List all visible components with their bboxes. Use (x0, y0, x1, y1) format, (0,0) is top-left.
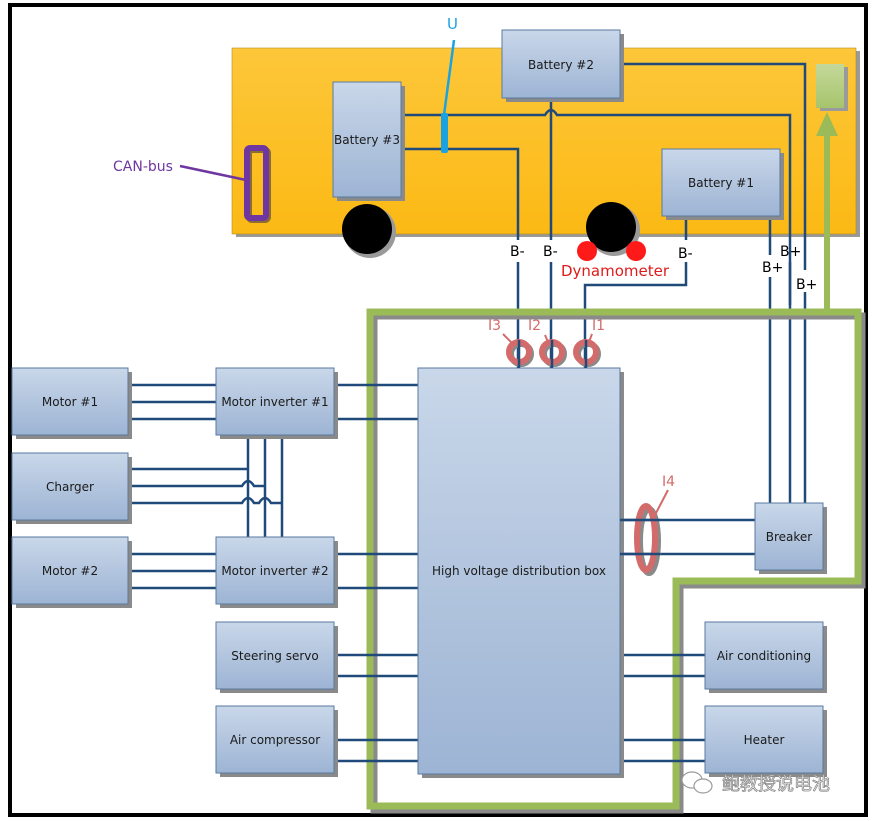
voltage-probe-icon (441, 113, 448, 153)
battery-3-label: Battery #3 (334, 133, 400, 147)
heater-label: Heater (744, 733, 785, 747)
motor-inverter-2-box: Motor inverter #2 (215, 536, 338, 608)
battery-1: Battery #1 (661, 148, 784, 220)
drive-wiring (130, 383, 756, 763)
current-sensor-i3-label: I3 (488, 318, 501, 334)
terminal-b-minus-2: B- (543, 244, 558, 260)
hv-distribution-box: High voltage distribution box (417, 367, 624, 778)
motor-2-box: Motor #2 (11, 536, 132, 608)
motor-1-box: Motor #1 (11, 367, 132, 439)
rear-wheel-icon (342, 204, 392, 254)
battery-3: Battery #3 (332, 81, 405, 201)
watermark: 鲍教授说电池 (681, 771, 830, 795)
watermark-text: 鲍教授说电池 (722, 774, 830, 795)
steering-servo-label: Steering servo (231, 649, 318, 663)
current-sensor-i1-label: I1 (592, 318, 605, 334)
current-sensor-i2-label: I2 (528, 318, 541, 334)
motor-2-label: Motor #2 (42, 564, 98, 578)
charger-label: Charger (46, 480, 94, 494)
breaker-box: Breaker (754, 502, 827, 574)
motor-1-label: Motor #1 (42, 395, 98, 409)
battery-1-label: Battery #1 (688, 176, 754, 190)
battery-2-label: Battery #2 (528, 58, 594, 72)
green-module (816, 64, 844, 108)
motor-inverter-2-label: Motor inverter #2 (221, 564, 328, 578)
terminal-b-minus-3: B- (510, 244, 525, 260)
signal-arrow-icon (816, 112, 838, 313)
breaker-label: Breaker (766, 530, 813, 544)
front-wheel-icon (586, 202, 636, 252)
battery-2: Battery #2 (501, 29, 624, 102)
wechat-icon (681, 771, 713, 794)
current-sensor-i4-label: I4 (662, 474, 675, 490)
can-bus-pointer (179, 164, 247, 182)
motor-inverter-1-label: Motor inverter #1 (221, 395, 328, 409)
air-conditioning-box: Air conditioning (704, 621, 827, 693)
test-boundary (366, 308, 866, 814)
dynamometer-label: Dynamometer (561, 262, 670, 280)
steering-servo-box: Steering servo (215, 621, 338, 693)
air-conditioning-label: Air conditioning (717, 649, 811, 663)
terminal-b-plus-2: B+ (796, 277, 817, 293)
can-bus-connector-icon (244, 145, 271, 223)
voltage-probe-lead (442, 39, 456, 116)
current-sensor-i4-icon (634, 489, 669, 576)
hv-distribution-box-label: High voltage distribution box (432, 564, 606, 578)
terminal-b-plus-1: B+ (762, 260, 783, 276)
motor-inverter-1-box: Motor inverter #1 (215, 367, 338, 439)
can-bus-label: CAN-bus (113, 159, 173, 175)
terminal-b-minus-1: B- (678, 246, 693, 262)
voltage-probe-label: U (447, 15, 458, 33)
charger-box: Charger (11, 452, 132, 524)
air-compressor-label: Air compressor (230, 733, 320, 747)
air-compressor-box: Air compressor (215, 705, 338, 777)
dyno-roller-left-icon (577, 241, 597, 261)
dyno-roller-right-icon (626, 241, 646, 261)
heater-box: Heater (704, 705, 827, 777)
terminal-b-plus-3: B+ (780, 244, 801, 260)
